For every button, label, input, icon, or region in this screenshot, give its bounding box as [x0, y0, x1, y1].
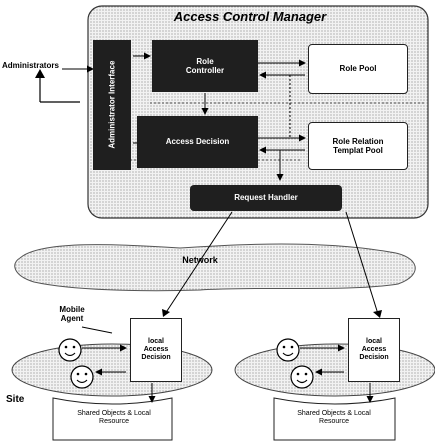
shared-objects-local-resource-label: Shared Objects & Local Resource	[297, 410, 371, 425]
access-decision: Access Decision	[137, 116, 258, 168]
role-pool: Role Pool	[308, 44, 408, 94]
mobile-agent-icon	[290, 365, 314, 389]
local-access-decision-box: local Access Decision	[130, 318, 182, 382]
local-access-decision-box: local Access Decision	[348, 318, 400, 382]
request-handler: Request Handler	[190, 185, 342, 211]
access-control-manager-title: Access Control Manager	[173, 9, 327, 24]
mobile-agent-icon	[70, 365, 94, 389]
site-ellipse-1	[11, 343, 213, 397]
mobile-agent-icon	[58, 338, 82, 362]
role-relation-template-pool: Role Relation Templat Pool	[308, 122, 408, 170]
administrator-interface: Administrator Interface	[93, 40, 131, 170]
shared-objects-local-resource-label: Shared Objects & Local Resource	[77, 410, 151, 425]
role-controller: Role Controller	[152, 40, 258, 92]
site-2-resource-shape	[273, 397, 396, 441]
mobile-agent-label: Mobile Agent	[59, 305, 85, 323]
administrator-interface-label: Administrator Interface	[107, 60, 117, 150]
site-1-resource-shape	[52, 397, 173, 441]
site-ellipse-2	[234, 343, 435, 397]
administrators-label: Administrators	[2, 61, 59, 70]
mobile-agent-icon	[276, 338, 300, 362]
network-cloud	[14, 243, 416, 292]
network-label: Network	[182, 255, 218, 265]
site-label: Site	[6, 394, 25, 405]
